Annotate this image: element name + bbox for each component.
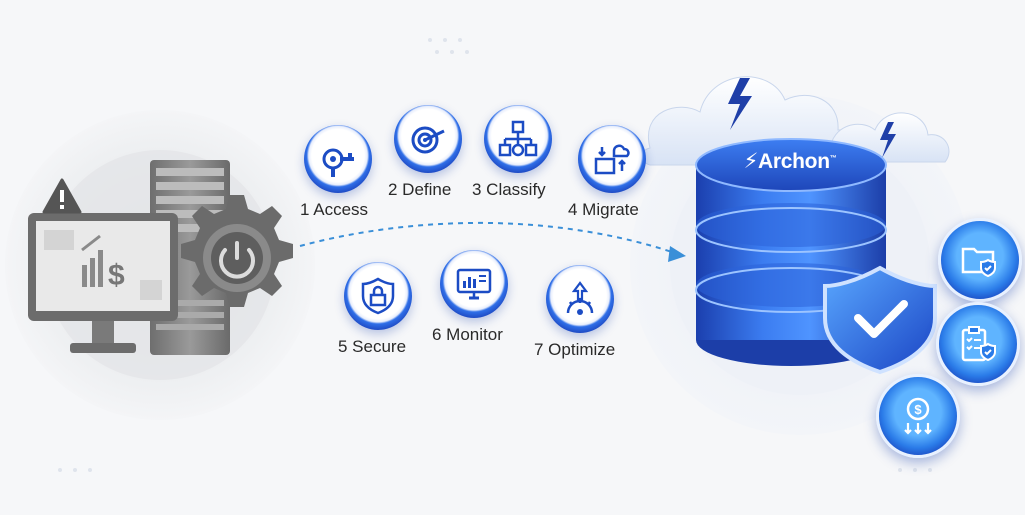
- target-icon: [411, 126, 445, 154]
- step-label: 1 Access: [300, 200, 369, 219]
- step-secure: 5 Secure: [338, 262, 478, 372]
- checklist-shield-icon: [961, 326, 996, 362]
- step-label: 5 Secure: [338, 337, 407, 356]
- access-icon: [322, 148, 354, 177]
- folder-shield-icon: [961, 247, 996, 278]
- step-monitor: 6 Monitor: [432, 250, 572, 360]
- database-icon: [695, 138, 887, 366]
- step-define: 2 Define: [388, 105, 528, 215]
- brand-trademark: ™: [829, 155, 837, 162]
- step-badge: [344, 262, 412, 330]
- warning-icon: [42, 178, 82, 214]
- svg-text:$: $: [108, 259, 125, 292]
- optimize-gear-icon: [566, 281, 594, 315]
- brand-name: Archon: [758, 150, 830, 173]
- step-optimize: 7 Optimize: [534, 265, 674, 375]
- monitor-screen-icon: $: [28, 213, 178, 353]
- side-badge-dollar: $: [876, 374, 960, 458]
- brand-logo: ⚡Archon™: [740, 149, 840, 174]
- step-label: 3 Classify: [472, 180, 546, 199]
- side-badge-checklist: [936, 302, 1020, 386]
- svg-text:$: $: [914, 402, 922, 417]
- step-access: 1 Access: [300, 125, 440, 235]
- flow-arrow: [299, 221, 679, 255]
- hierarchy-icon: [498, 120, 538, 157]
- lightning-logo-icon: ⚡: [743, 150, 759, 173]
- step-badge: [304, 125, 372, 193]
- step-badge: [394, 105, 462, 173]
- dollar-down-icon: $: [904, 397, 932, 435]
- step-badge: [578, 125, 646, 193]
- shield-lock-icon: [361, 277, 395, 315]
- step-label: 7 Optimize: [534, 340, 616, 359]
- power-gear-icon: [181, 195, 293, 307]
- step-badge: [440, 250, 508, 318]
- step-classify: 3 Classify: [472, 105, 612, 215]
- cloud-migrate-icon: [594, 144, 630, 175]
- step-label: 4 Migrate: [568, 200, 639, 219]
- step-label: 2 Define: [388, 180, 452, 199]
- step-badge: [484, 105, 552, 173]
- monitor-icon: [456, 268, 492, 300]
- step-label: 6 Monitor: [432, 325, 503, 344]
- lightning-icon: [728, 78, 752, 130]
- side-badge-folder: [938, 218, 1022, 302]
- step-badge: [546, 265, 614, 333]
- step-migrate: 4 Migrate: [566, 125, 706, 235]
- shield-check-icon: [823, 265, 937, 375]
- dot-texture: [58, 38, 932, 472]
